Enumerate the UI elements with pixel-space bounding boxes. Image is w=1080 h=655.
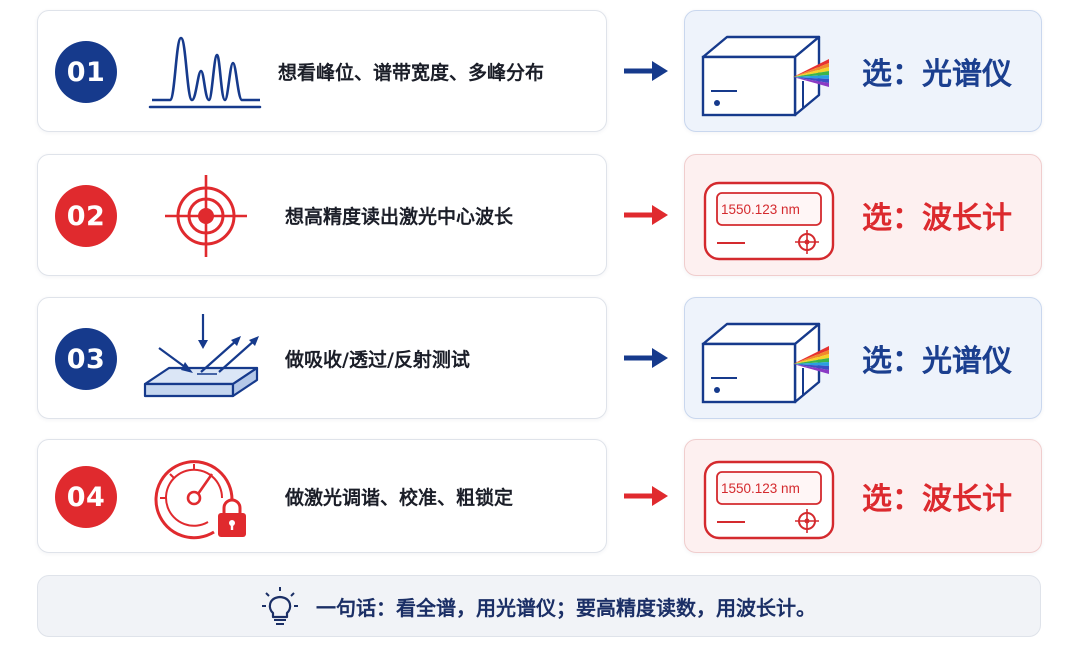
wavelength-reading: 1550.123 nm bbox=[721, 481, 800, 496]
choose-result-label: 选：波长计 bbox=[862, 201, 1012, 236]
row-description: 做激光调谐、校准、粗锁定 bbox=[285, 486, 514, 509]
lightbulb-icon bbox=[262, 587, 298, 625]
row-02-card: 02 想高精度读出激光中心波长 bbox=[37, 154, 607, 276]
row-description: 想看峰位、谱带宽度、多峰分布 bbox=[278, 61, 545, 84]
choose-result-label: 选：波长计 bbox=[862, 482, 1012, 517]
row-01-card: 01 想看峰位、谱带宽度、多峰分布 bbox=[37, 10, 607, 132]
result-card-spectrometer: 选：光谱仪 bbox=[684, 297, 1042, 419]
row-03-card: 03 做吸收/透过/反射测试 bbox=[37, 297, 607, 419]
step-badge: 02 bbox=[55, 185, 117, 247]
choose-result-label: 选：光谱仪 bbox=[862, 344, 1012, 379]
gauge-lock-icon bbox=[154, 460, 246, 540]
summary-bar: 一句话：看全谱，用光谱仪；要高精度读数，用波长计。 bbox=[37, 575, 1041, 637]
arrow-right-icon bbox=[624, 205, 668, 225]
row-description: 想高精度读出激光中心波长 bbox=[285, 205, 514, 228]
wavelength-reading: 1550.123 nm bbox=[721, 202, 800, 217]
wavemeter-device-icon: 1550.123 nm bbox=[703, 181, 835, 261]
spectrometer-device-icon bbox=[701, 322, 829, 404]
row-description: 做吸收/透过/反射测试 bbox=[285, 348, 470, 371]
spectrum-peaks-icon bbox=[148, 36, 262, 109]
result-card-spectrometer: 选：光谱仪 bbox=[684, 10, 1042, 132]
arrow-right-icon bbox=[624, 61, 668, 81]
choose-result-label: 选：光谱仪 bbox=[862, 57, 1012, 92]
step-badge: 01 bbox=[55, 41, 117, 103]
result-card-wavemeter: 1550.123 nm 选：波长计 bbox=[684, 154, 1042, 276]
step-badge: 04 bbox=[55, 466, 117, 528]
target-crosshair-icon bbox=[165, 175, 247, 257]
step-badge: 03 bbox=[55, 328, 117, 390]
summary-text: 一句话：看全谱，用光谱仪；要高精度读数，用波长计。 bbox=[316, 595, 816, 620]
spectrometer-device-icon bbox=[701, 35, 829, 117]
wavemeter-device-icon: 1550.123 nm bbox=[703, 460, 835, 540]
result-card-wavemeter: 1550.123 nm 选：波长计 bbox=[684, 439, 1042, 553]
reflection-transmission-icon bbox=[143, 314, 259, 398]
arrow-right-icon bbox=[624, 486, 668, 506]
arrow-right-icon bbox=[624, 348, 668, 368]
row-04-card: 04 做激光调谐、校准、粗锁定 bbox=[37, 439, 607, 553]
